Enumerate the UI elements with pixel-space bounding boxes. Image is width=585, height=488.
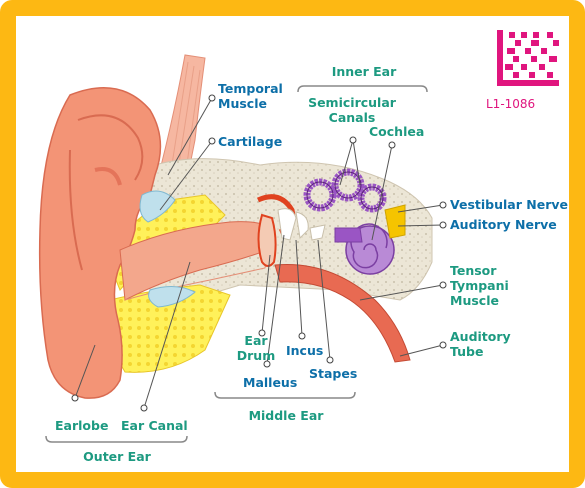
diagram-code-label: L1-1086 (486, 97, 535, 111)
label-temporal-muscle: Temporal Muscle (218, 81, 283, 111)
qr-code-icon (495, 28, 561, 88)
group-label-outer-ear: Outer Ear (74, 449, 160, 464)
label-malleus: Malleus (243, 375, 297, 390)
label-auditory-tube: Auditory Tube (450, 329, 511, 359)
label-auditory-nerve: Auditory Nerve (450, 217, 557, 232)
ear-drum-shape (259, 215, 276, 266)
label-earlobe: Earlobe (55, 418, 108, 433)
group-label-middle-ear: Middle Ear (238, 408, 334, 423)
label-ear-canal: Ear Canal (121, 418, 188, 433)
label-cartilage: Cartilage (218, 134, 282, 149)
label-semicircular-canals: Semicircular Canals (300, 95, 404, 125)
label-cochlea: Cochlea (369, 124, 424, 139)
label-tensor-tympani-muscle: Tensor Tympani Muscle (450, 263, 509, 308)
label-vestibular-nerve: Vestibular Nerve (450, 197, 568, 212)
group-label-inner-ear: Inner Ear (320, 64, 408, 79)
label-ear-drum: Ear Drum (236, 333, 276, 363)
label-incus: Incus (286, 343, 323, 358)
label-stapes: Stapes (309, 366, 357, 381)
